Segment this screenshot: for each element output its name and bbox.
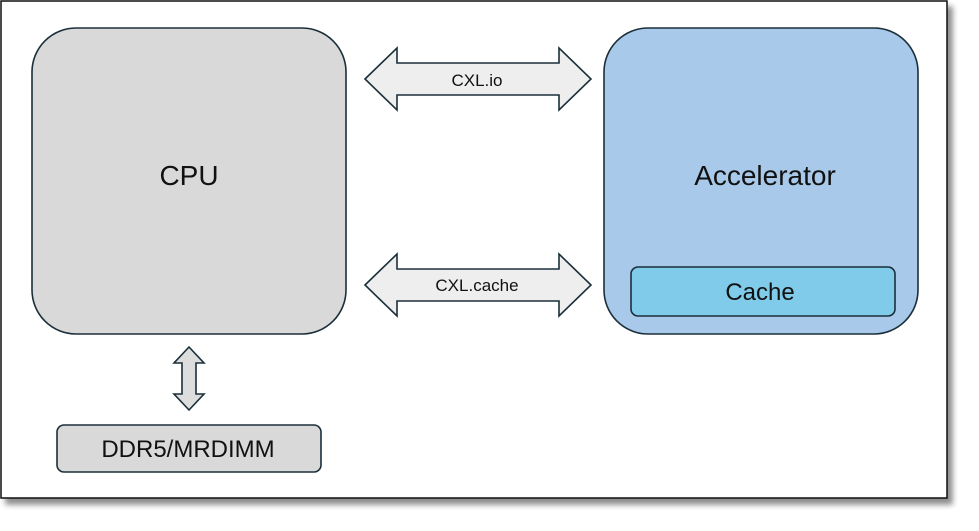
cxl-io-label: CXL.io	[451, 71, 502, 90]
cpu-block: CPU	[31, 27, 347, 335]
cache-label: Cache	[725, 279, 794, 306]
double-headed-arrow-icon	[363, 252, 593, 318]
cxl-cache-label: CXL.cache	[435, 276, 518, 295]
accelerator-label: Accelerator	[694, 160, 836, 191]
memory-box	[56, 424, 322, 473]
vertical-double-headed-arrow-icon	[172, 345, 206, 412]
cpu-label: CPU	[159, 160, 218, 191]
double-headed-arrow-icon	[363, 46, 593, 112]
cpu-box	[31, 27, 347, 335]
accelerator-box	[603, 27, 919, 335]
cxl-io-link: CXL.io	[363, 46, 593, 112]
accelerator-block: Accelerator Cache	[603, 27, 919, 335]
cache-block: Cache	[630, 266, 896, 317]
cxl-cache-link: CXL.cache	[363, 252, 593, 318]
cache-box	[630, 266, 896, 317]
memory-block: DDR5/MRDIMM	[56, 424, 322, 473]
memory-label: DDR5/MRDIMM	[101, 436, 274, 463]
